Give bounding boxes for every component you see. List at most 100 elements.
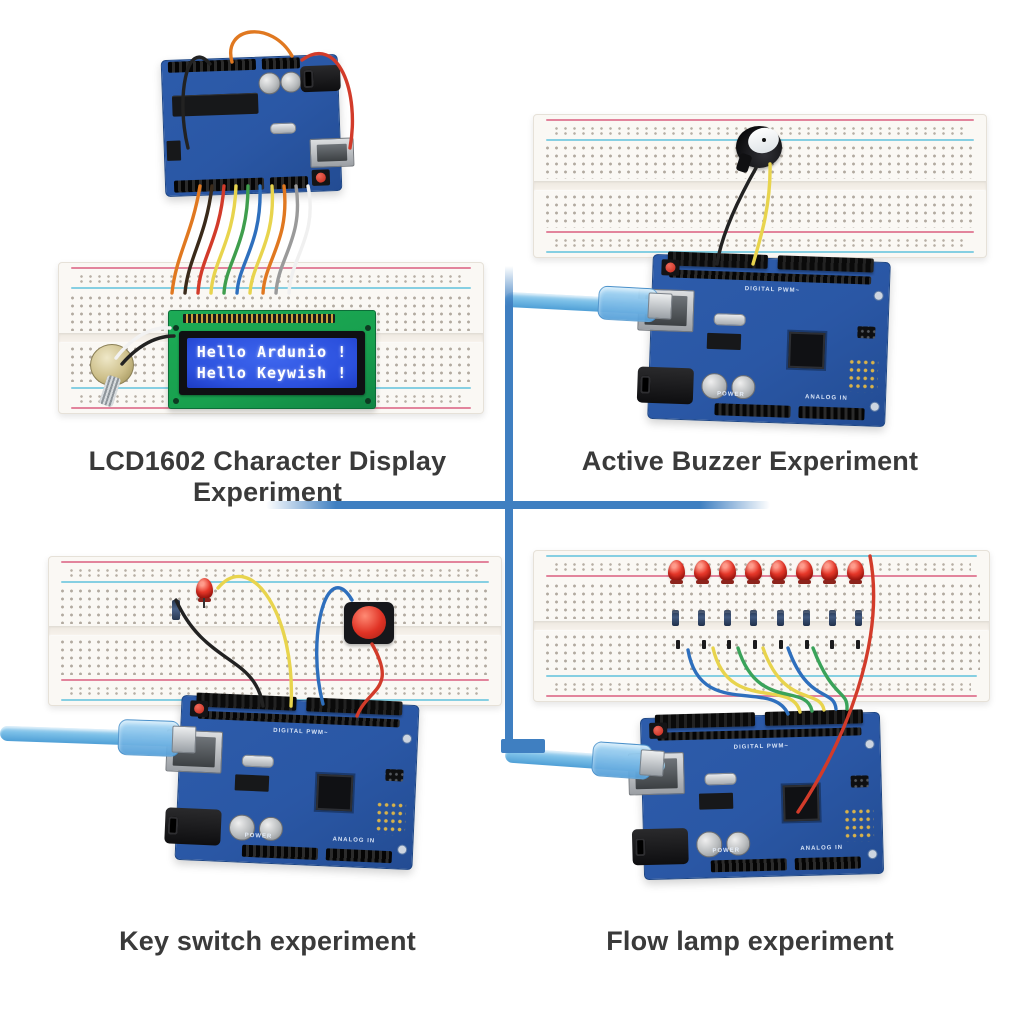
lcd1602-module: Hello Ardunio ! Hello Keywish !: [168, 310, 376, 409]
shield-header: [654, 712, 756, 729]
lcd-pin-header: [183, 314, 335, 323]
resistor: [672, 610, 679, 626]
wire-pin: [804, 640, 809, 649]
reset-button: [649, 722, 668, 739]
red-led: [795, 560, 813, 584]
breadboard-holes: [552, 562, 971, 571]
mounting-hole: [869, 401, 880, 412]
mounting-hole: [873, 290, 884, 301]
silkscreen-power-label: POWER: [716, 391, 745, 399]
wire-pin: [727, 640, 732, 649]
red-led: [693, 560, 711, 584]
crystal-oscillator: [241, 754, 275, 768]
center-groove: [49, 626, 501, 636]
power-jack: [164, 807, 222, 846]
red-led: [770, 560, 788, 584]
silkscreen-power-label: POWER: [712, 847, 741, 855]
caption-key-switch-experiment: Key switch experiment: [119, 926, 416, 956]
pin-header: [167, 58, 257, 73]
buzzer-sound-hole: [762, 138, 766, 142]
usb-plug-metal: [647, 292, 673, 320]
mounting-hole: [867, 848, 878, 860]
potentiometer: [90, 344, 142, 414]
mounting-hole: [396, 844, 408, 855]
flow-resistor-row: [672, 610, 862, 628]
resistor: [776, 610, 784, 626]
pin-header: [173, 177, 265, 193]
red-led: [668, 560, 685, 584]
mounting-hole: [401, 733, 413, 744]
flow-led-row: [668, 560, 864, 584]
reset-button: [661, 259, 680, 276]
crystal-oscillator: [269, 122, 297, 135]
pin-header: [714, 403, 791, 418]
power-rail: [544, 230, 976, 254]
pin-header: [794, 856, 861, 871]
lcd-screen: Hello Ardunio ! Hello Keywish !: [187, 338, 357, 388]
usb-plug-metal: [639, 749, 665, 777]
power-jack: [636, 366, 694, 405]
red-led: [719, 560, 737, 584]
reset-button: [311, 169, 331, 186]
capacitor: [258, 71, 281, 95]
mounting-hole: [173, 398, 179, 404]
resistor: [172, 600, 180, 620]
breadboard-holes: [67, 568, 483, 577]
pin-header: [325, 848, 393, 864]
wire-pin: [855, 640, 860, 649]
quadrant-divider-end-cap: [501, 739, 545, 753]
silkscreen-power-label: POWER: [244, 832, 273, 840]
caption-flow-lamp-experiment: Flow lamp experiment: [606, 926, 894, 956]
arduino-uno-board: DIGITAL PWM~ POWER ANALOG IN: [627, 709, 885, 881]
icsp-header: [385, 768, 404, 782]
red-led: [846, 560, 864, 584]
resistor: [828, 610, 836, 626]
resistor: [854, 610, 862, 626]
power-rail: [544, 554, 979, 578]
icsp-header: [857, 326, 876, 339]
arduino-uno-board: [160, 53, 355, 198]
breadboard-holes: [58, 638, 492, 675]
lcd-text-line1: Hello Ardunio !: [196, 343, 348, 361]
shield-header: [764, 709, 864, 726]
pin-header: [798, 406, 865, 421]
active-buzzer: [735, 124, 784, 174]
pin-header: [269, 176, 309, 190]
wire-pin: [778, 640, 783, 649]
reset-button: [189, 700, 209, 718]
solder-pads: [847, 357, 879, 393]
small-ic-chip: [706, 332, 742, 351]
red-led: [821, 560, 839, 584]
center-groove: [534, 181, 986, 191]
breadboard-holes: [543, 633, 980, 670]
smd-microcontroller-chip: [315, 773, 354, 812]
power-jack: [631, 827, 689, 866]
resistor: [698, 610, 706, 626]
pin-header: [261, 57, 301, 70]
breadboard-holes: [552, 238, 968, 247]
pin-header: [710, 858, 787, 873]
shield-header: [777, 255, 874, 273]
usb-plug-metal: [171, 725, 197, 754]
quadrant-divider-horizontal: [266, 501, 770, 509]
solder-pads: [374, 800, 407, 836]
wire-pin: [701, 640, 706, 649]
resistor: [802, 610, 810, 626]
power-rail: [59, 560, 491, 584]
pin-header: [241, 844, 319, 860]
mounting-hole: [173, 325, 179, 331]
breadboard-holes: [543, 193, 977, 228]
power-rail: [69, 266, 473, 290]
shield-header: [196, 692, 297, 711]
pin-header: [669, 269, 872, 285]
red-led: [744, 560, 762, 584]
shield-header: [306, 697, 403, 716]
resistor: [724, 610, 732, 626]
smd-microcontroller-chip: [782, 784, 820, 822]
silkscreen-analog-label: ANALOG IN: [332, 836, 376, 845]
breadboard: [48, 556, 502, 706]
smd-microcontroller-chip: [788, 331, 826, 369]
mounting-hole: [365, 398, 371, 404]
